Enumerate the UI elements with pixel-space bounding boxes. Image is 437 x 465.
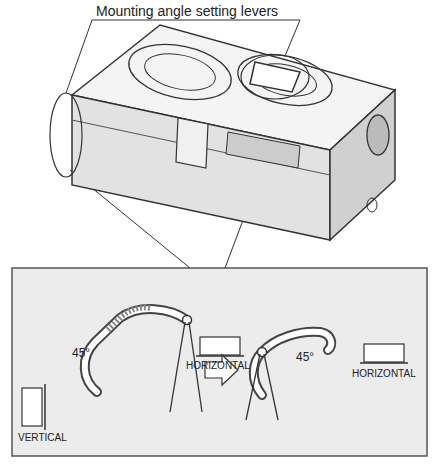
side-knob xyxy=(367,115,389,155)
lever-body xyxy=(85,309,187,392)
callout-circle xyxy=(241,55,309,99)
device-side xyxy=(330,90,395,240)
part-label: HORIZONTAL xyxy=(352,368,416,379)
horizontal-icon xyxy=(196,355,244,357)
reel xyxy=(141,48,218,96)
leader-line xyxy=(66,20,92,93)
vertical-icon xyxy=(22,388,42,426)
vertical-icon xyxy=(44,384,46,430)
lever-pivot xyxy=(258,348,267,357)
part-label: VERTICAL xyxy=(18,432,67,443)
pen-tip xyxy=(264,354,278,420)
lever-part xyxy=(250,62,300,92)
device-front xyxy=(72,95,330,240)
side-jack xyxy=(367,198,377,212)
lever-hatch xyxy=(108,307,150,330)
horizontal-icon xyxy=(360,362,408,364)
callout-circle xyxy=(50,93,82,177)
part-label: 45° xyxy=(296,350,314,364)
lever-outline xyxy=(85,309,187,392)
horizontal-icon xyxy=(200,337,240,355)
front-latch xyxy=(176,118,208,168)
leader-line xyxy=(92,20,300,56)
inset-panel xyxy=(12,268,427,456)
pen-tip xyxy=(170,322,185,412)
front-window xyxy=(226,132,300,168)
horizontal-icon xyxy=(364,344,404,362)
reel xyxy=(124,36,237,108)
part-label: 45° xyxy=(72,346,90,360)
lever-pivot xyxy=(183,316,192,325)
callout-title: Mounting angle setting levers xyxy=(96,3,278,19)
part-label: HORIZONTAL xyxy=(186,360,250,371)
reel xyxy=(233,47,337,114)
